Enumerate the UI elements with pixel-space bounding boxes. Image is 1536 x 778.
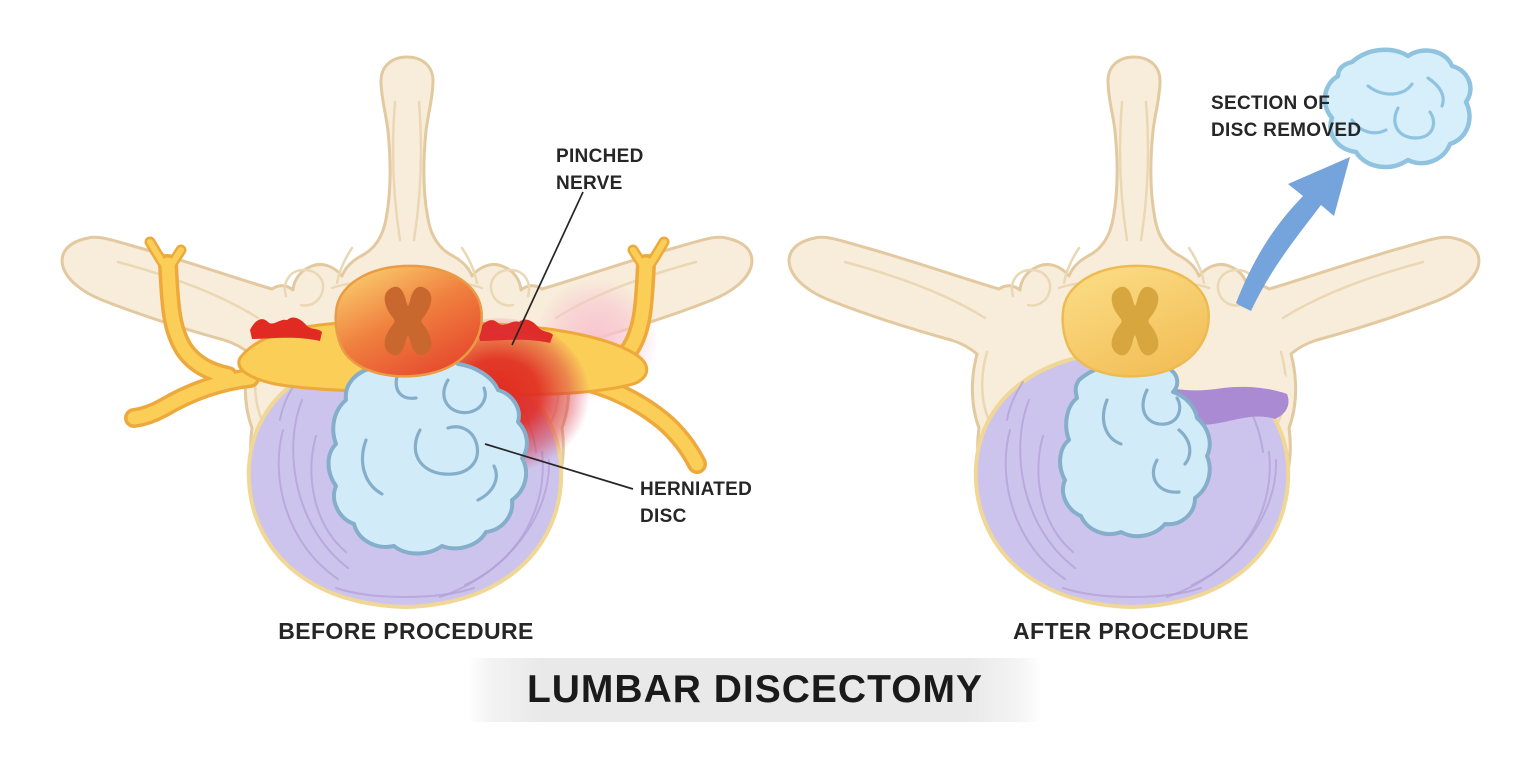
removed-disc-fragment xyxy=(1322,47,1473,170)
panel-before-illustration xyxy=(60,55,754,609)
herniated-disc-label: HERNIATED DISC xyxy=(640,479,753,527)
curved-arrow-up-right-icon xyxy=(1236,157,1350,311)
panel-after-illustration xyxy=(787,55,1481,609)
nerve-inflammation-left xyxy=(250,317,322,341)
page-title: LUMBAR DISCECTOMY xyxy=(526,668,984,711)
caption-before: BEFORE PROCEDURE xyxy=(278,618,534,644)
pinched-nerve-label: PINCHED NERVE xyxy=(556,146,644,194)
caption-after: AFTER PROCEDURE xyxy=(1012,618,1249,644)
section-removed-label: SECTION OF DISC REMOVED xyxy=(1211,93,1362,141)
title-banner: LUMBAR DISCECTOMY xyxy=(468,658,1042,722)
pinched-nerve-pointer-line xyxy=(511,191,584,346)
herniated-nucleus xyxy=(326,352,529,556)
herniated-disc-pointer-line xyxy=(484,443,634,490)
